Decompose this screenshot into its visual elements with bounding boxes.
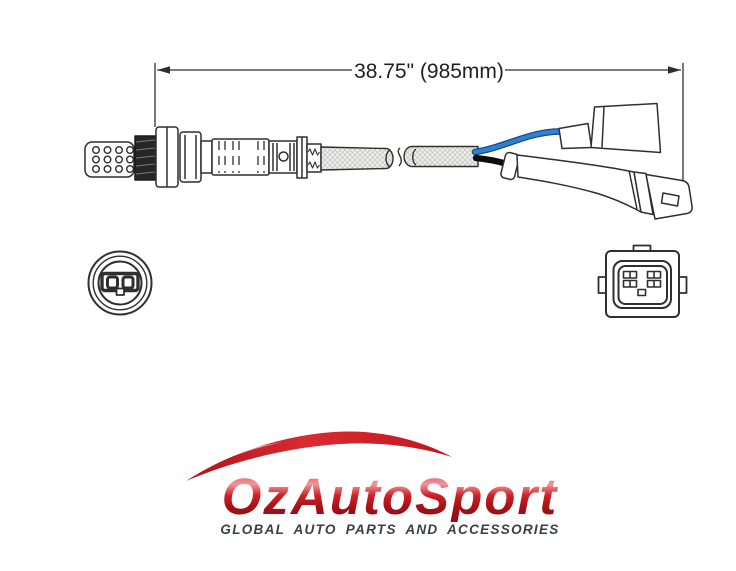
round-terminal-2	[121, 275, 135, 290]
brand-tagline: GLOBAL AUTO PARTS AND ACCESSORIES	[220, 522, 560, 537]
dimension-label: 38.75" (985mm)	[354, 60, 504, 83]
sensor-tip	[84, 141, 135, 178]
heater-connector-ferrule	[500, 151, 520, 181]
blue-wire	[472, 129, 564, 155]
sensor-tip-holes	[91, 145, 134, 173]
signal-connector	[558, 102, 662, 154]
connector-end-view-round	[87, 250, 153, 316]
heater-connector	[500, 151, 693, 220]
round-terminal-1	[106, 275, 119, 290]
round-connector-key-notch	[115, 287, 125, 296]
sensor-thread	[134, 135, 157, 181]
dimension-arrow-right	[668, 66, 681, 74]
signal-connector-housing	[590, 102, 662, 154]
sensor-body	[179, 131, 308, 183]
square-connector-terminals	[622, 270, 662, 288]
signal-connector-neck	[558, 122, 593, 150]
sensor-crimp-marks	[218, 141, 265, 173]
logo-swoosh	[186, 431, 452, 481]
heater-connector-slot	[660, 192, 680, 207]
braided-cable	[320, 145, 479, 171]
dimension-arrow-left	[157, 66, 170, 74]
heater-connector-boot	[516, 154, 642, 213]
o2-sensor-drawing	[84, 126, 479, 188]
sensor-weld-dot	[278, 151, 289, 162]
cable-break-mark	[397, 147, 402, 167]
dimension-callout	[154, 63, 684, 188]
sensor-hex-nut	[155, 126, 179, 188]
square-connector-key-notch	[637, 288, 647, 297]
strain-relief	[306, 143, 322, 173]
brand-logo-text: OzAutoSport	[40, 471, 736, 522]
heater-connector-ribs	[633, 171, 654, 216]
black-wire	[472, 154, 509, 167]
connector-end-view-square	[597, 244, 688, 318]
